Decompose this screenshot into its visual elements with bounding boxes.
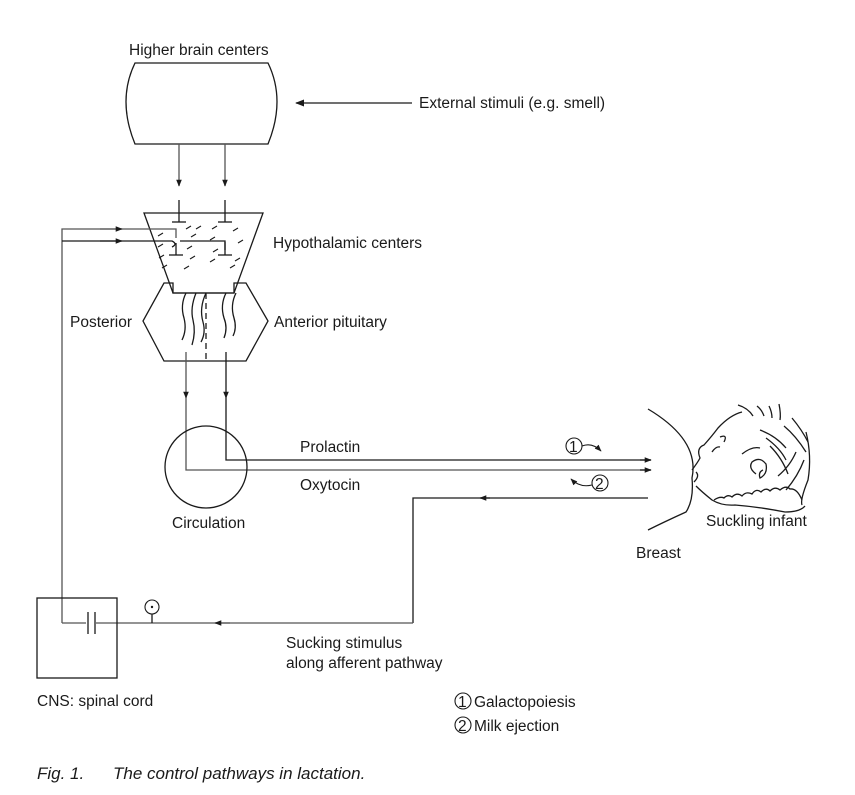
spinal-to-hypothalamus-path-lower	[62, 240, 226, 250]
hypothalamic-centers-shape	[143, 212, 264, 294]
svg-text:Galactopoiesis: Galactopoiesis	[474, 694, 576, 711]
spinal-cord-box	[36, 597, 118, 679]
pituitary-neuron-fibers	[181, 292, 237, 346]
anterior-pituitary-label: Anterior pituitary	[274, 314, 387, 331]
oxytocin-label: Oxytocin	[300, 477, 360, 494]
pituitary-shape	[142, 282, 269, 362]
receptor-icon	[144, 599, 160, 623]
infant-head-drawing	[691, 403, 811, 513]
higher-brain-centers-shape	[125, 62, 278, 145]
svg-text:1: 1	[458, 694, 467, 711]
hypothalamic-centers-label: Hypothalamic centers	[273, 235, 422, 252]
prolactin-path	[225, 398, 651, 461]
oxytocin-path	[185, 398, 651, 471]
afferent-path-upper	[412, 497, 648, 623]
svg-text:2: 2	[595, 476, 604, 493]
circulation-circle	[164, 425, 248, 509]
cns-spinal-cord-label: CNS: spinal cord	[37, 693, 153, 710]
spinal-to-hypothalamus-path-upper	[61, 228, 177, 623]
galactopoiesis-marker: 1	[565, 437, 602, 456]
suckling-infant-label: Suckling infant	[706, 513, 808, 530]
legend: 1 Galactopoiesis 2 Milk ejection	[454, 692, 576, 735]
milk-ejection-marker: 2	[570, 474, 609, 493]
prolactin-label: Prolactin	[300, 439, 360, 456]
figure-caption-text: The control pathways in lactation.	[113, 764, 365, 783]
breast-outline	[647, 408, 694, 531]
hypothalamic-neurons	[157, 200, 244, 270]
svg-text:1: 1	[569, 439, 578, 456]
circulation-label: Circulation	[172, 515, 245, 532]
posterior-label: Posterior	[70, 314, 132, 331]
sucking-stimulus-label-line1: Sucking stimulus	[286, 635, 403, 652]
figure-caption-number: Fig. 1.	[37, 764, 84, 783]
breast-label: Breast	[636, 545, 681, 562]
external-stimuli-label: External stimuli (e.g. smell)	[419, 95, 605, 112]
legend-item-galactopoiesis: 1 Galactopoiesis	[454, 692, 576, 711]
legend-item-milk-ejection: 2 Milk ejection	[454, 716, 559, 735]
sucking-stimulus-label-line2: along afferent pathway	[286, 655, 443, 672]
svg-text:Milk ejection: Milk ejection	[474, 718, 559, 735]
svg-text:2: 2	[458, 718, 467, 735]
synapse-icon	[86, 612, 96, 634]
higher-brain-centers-label: Higher brain centers	[129, 42, 269, 59]
